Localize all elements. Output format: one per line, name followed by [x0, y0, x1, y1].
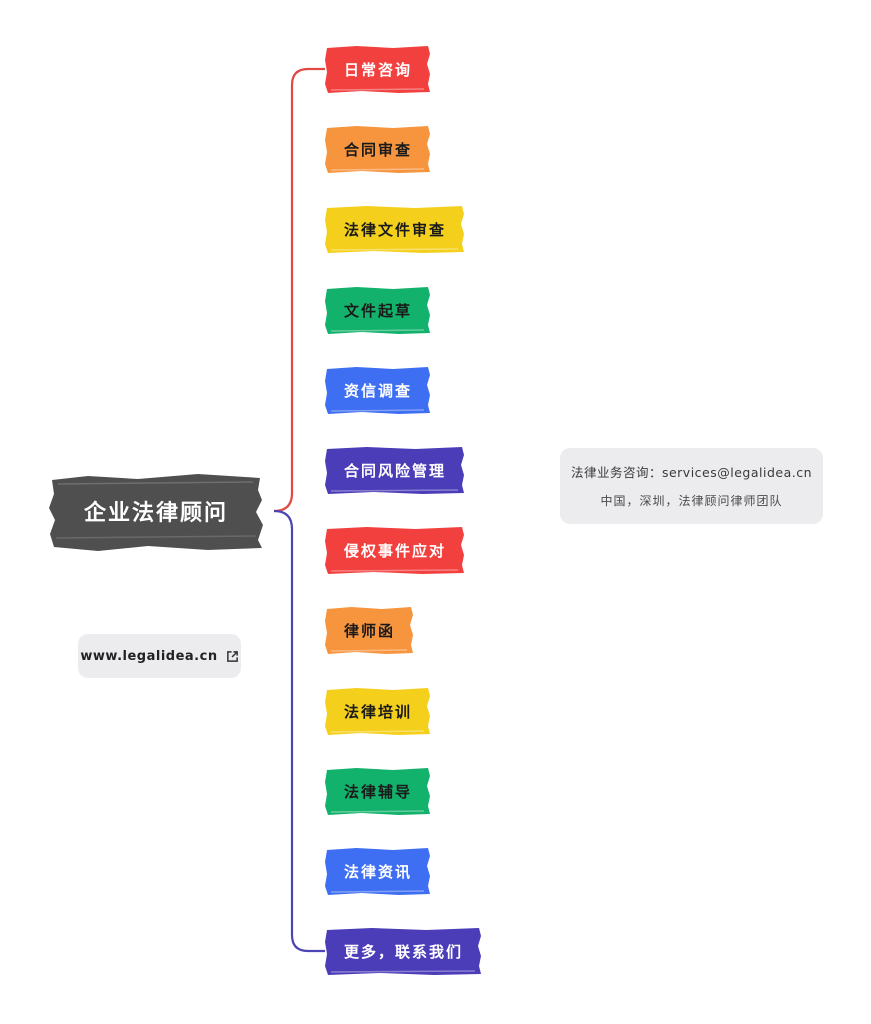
branch-topic[interactable]: 法律辅导: [325, 766, 430, 816]
website-link[interactable]: www.legalidea.cn: [78, 634, 241, 678]
branch-label: 法律培训: [344, 702, 413, 721]
branch-label: 更多，联系我们: [344, 942, 464, 961]
central-topic-brush: [49, 474, 263, 551]
branch-brush: [325, 287, 430, 334]
branch-brush: [325, 527, 464, 574]
branch-label: 合同审查: [344, 140, 413, 159]
branch-topic[interactable]: 律师函: [325, 605, 413, 655]
branch-topic[interactable]: 更多，联系我们: [325, 926, 481, 976]
branch-label: 法律文件审查: [344, 220, 447, 239]
central-topic-label: 企业法律顾问: [83, 501, 228, 526]
external-link-icon: [226, 650, 238, 662]
branch-topic[interactable]: 法律文件审查: [325, 204, 464, 254]
connector-upper: [273, 67, 325, 513]
branch-brush: [325, 688, 430, 735]
branch-label: 法律辅导: [344, 782, 413, 801]
branch-brush: [325, 126, 430, 173]
branch-brush: [325, 928, 481, 975]
branch-label: 侵权事件应对: [344, 541, 447, 560]
contact-location-line: 中国，深圳，法律顾问律师团队: [600, 494, 783, 508]
branch-topic[interactable]: 日常咨询: [325, 44, 430, 94]
branch-brush: [325, 46, 430, 93]
branch-topic[interactable]: 资信调查: [325, 365, 430, 415]
branch-topic[interactable]: 合同风险管理: [325, 445, 464, 495]
branch-label: 律师函: [344, 621, 396, 640]
branch-brush: [325, 768, 430, 815]
branch-brush: [325, 206, 464, 253]
branch-topic[interactable]: 法律资讯: [325, 846, 430, 896]
branch-label: 合同风险管理: [344, 461, 447, 480]
branch-label: 法律资讯: [344, 862, 413, 881]
branch-brush: [325, 848, 430, 895]
contact-note[interactable]: 法律业务咨询：services@legalidea.cn 中国，深圳，法律顾问律…: [560, 448, 823, 524]
branch-label: 资信调查: [344, 381, 413, 400]
branch-brush: [325, 447, 464, 494]
branch-label: 日常咨询: [344, 60, 413, 79]
branch-topic[interactable]: 文件起草: [325, 285, 430, 335]
central-topic[interactable]: 企业法律顾问: [48, 470, 264, 552]
website-url: www.legalidea.cn: [80, 648, 218, 664]
branch-brush: [325, 607, 413, 654]
branch-topic[interactable]: 法律培训: [325, 686, 430, 736]
branch-label: 文件起草: [344, 301, 413, 320]
branch-topic[interactable]: 合同审查: [325, 124, 430, 174]
branch-brush: [325, 367, 430, 414]
contact-email-line: 法律业务咨询：services@legalidea.cn: [570, 465, 813, 480]
branch-topic[interactable]: 侵权事件应对: [325, 525, 464, 575]
connector-lower: [273, 509, 325, 953]
